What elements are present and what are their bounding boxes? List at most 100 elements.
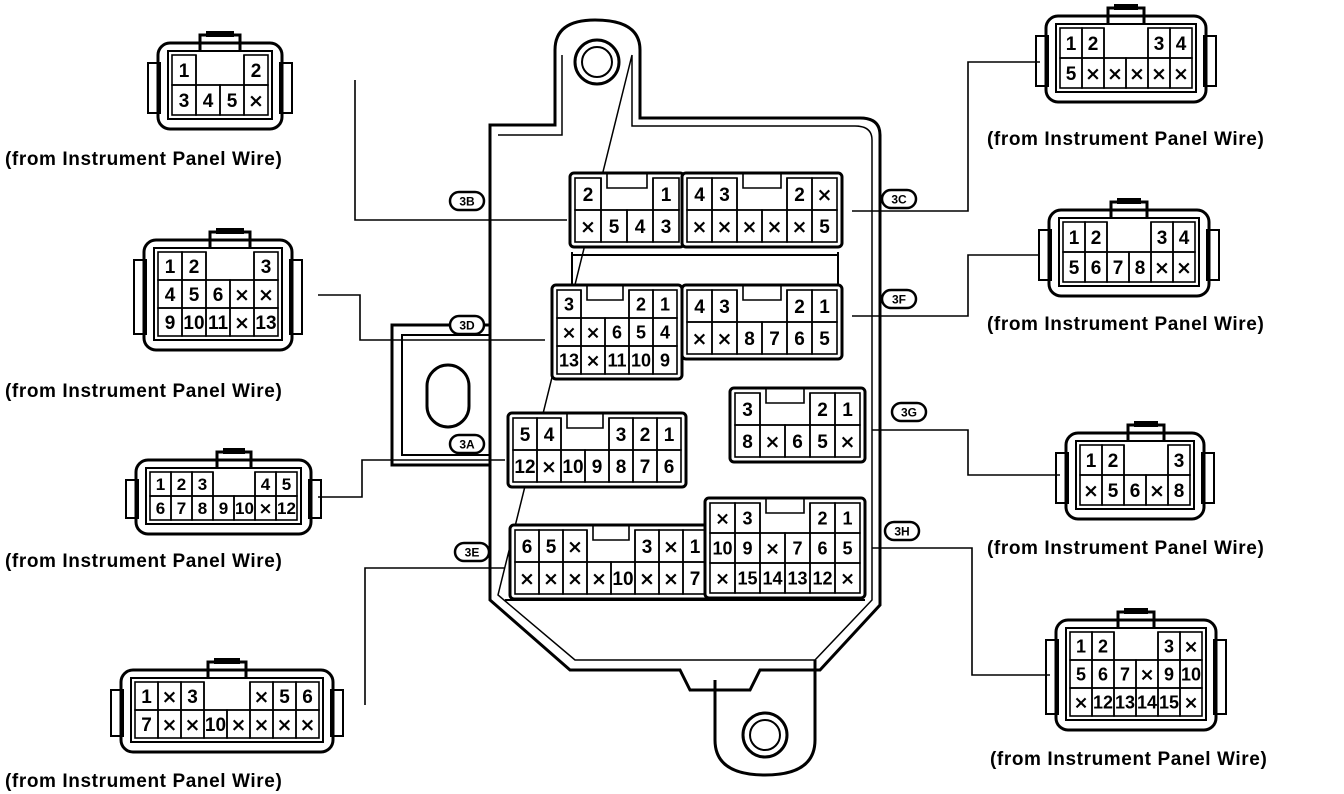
pin-cell (652, 209, 680, 243)
caption-from-instrument-panel-wire: (from Instrument Panel Wire) (987, 538, 1264, 559)
empty-pin-mark: × (717, 328, 733, 350)
empty-pin-mark: × (1183, 692, 1198, 713)
pin-number: 7 (769, 329, 780, 350)
pin-number: 3 (1157, 228, 1168, 249)
empty-pin-mark: × (840, 431, 856, 453)
pin-number: 6 (213, 285, 224, 306)
latch-slot (580, 290, 630, 319)
latch-slot (759, 503, 811, 534)
plug-face (145, 467, 302, 525)
caption-from-instrument-panel-wire: (from Instrument Panel Wire) (990, 749, 1267, 770)
plug-side-tab (308, 479, 322, 519)
pin-number: 7 (177, 499, 186, 518)
pin-number: 8 (616, 457, 627, 478)
pin-cell (295, 709, 320, 739)
empty-pin-mark: × (1154, 257, 1170, 279)
empty-pin-mark: × (1183, 636, 1198, 657)
pin-number: 4 (261, 475, 271, 494)
empty-pin-mark: × (254, 686, 270, 708)
empty-pin-mark: × (1139, 664, 1154, 685)
pin-number: 10 (205, 715, 226, 736)
pin-number: 1 (1066, 34, 1077, 55)
pin-number: 1 (141, 687, 152, 708)
pin-number: 1 (819, 297, 830, 318)
plug-side-tab (133, 259, 147, 335)
pin-number: 5 (1066, 64, 1077, 85)
tag-3f: 3F (880, 288, 918, 310)
pin-number: 3 (1154, 34, 1165, 55)
pin-number: 6 (302, 687, 313, 708)
pin-number: 3 (1174, 451, 1185, 472)
plug-housing (142, 238, 294, 352)
latch-slot (736, 290, 788, 323)
pin-cell (275, 495, 298, 521)
tag-label: 3H (894, 525, 909, 539)
plug-side-tab (1035, 35, 1049, 87)
pin-number: 5 (189, 285, 200, 306)
latch-slot (195, 55, 245, 86)
latch-slot (1113, 632, 1159, 661)
leader-line-3c (852, 61, 1040, 212)
pin-cell (811, 321, 838, 355)
latch-slot (1123, 445, 1169, 476)
plug-side-tab (110, 689, 124, 737)
empty-pin-mark: × (234, 284, 250, 306)
pin-number: 3 (642, 537, 653, 558)
pin-number: 15 (737, 568, 757, 588)
pin-number: 6 (522, 537, 533, 558)
pin-number: 2 (1091, 228, 1102, 249)
latch-slot (736, 178, 788, 211)
empty-pin-mark: × (585, 322, 600, 343)
plug-side-tab (1045, 639, 1059, 715)
empty-pin-mark: × (162, 714, 178, 736)
pin-number: 10 (631, 350, 651, 370)
pin-number: 3 (661, 217, 672, 238)
leader-line-3h (872, 547, 1050, 676)
empty-pin-mark: × (742, 216, 758, 238)
socket-key (606, 173, 648, 189)
empty-pin-mark: × (817, 184, 833, 206)
empty-pin-mark: × (231, 714, 247, 736)
latch-slot (759, 393, 811, 426)
plug-side-tab (330, 689, 344, 737)
caption-from-instrument-panel-wire: (from Instrument Panel Wire) (5, 551, 282, 572)
pin-number: 4 (694, 185, 705, 206)
empty-pin-mark: × (185, 714, 201, 736)
tag-3b: 3B (448, 190, 486, 212)
empty-pin-mark: × (567, 568, 583, 590)
tag-label: 3F (892, 293, 906, 307)
pin-number: 1 (1086, 451, 1097, 472)
pin-number: 4 (694, 297, 705, 318)
pin-number: 2 (1098, 636, 1108, 656)
empty-pin-mark: × (663, 536, 679, 558)
pin-number: 1 (156, 475, 165, 494)
tag-3g: 3G (890, 401, 928, 423)
pin-number: 3 (1164, 636, 1174, 656)
pin-cell (1179, 687, 1203, 717)
pin-number: 2 (583, 185, 594, 206)
pin-number: 5 (1108, 481, 1119, 502)
plug-face (1065, 627, 1207, 721)
pin-cell (1167, 474, 1191, 506)
pin-cell (1169, 57, 1193, 89)
empty-pin-mark: × (692, 328, 708, 350)
pin-number: 2 (251, 61, 262, 82)
tag-3c: 3C (880, 188, 918, 210)
plug-side-tab (1206, 229, 1220, 281)
latch-bar (206, 31, 234, 37)
latch-bar (214, 658, 240, 664)
pin-number: 1 (661, 185, 672, 206)
pin-number: 4 (203, 91, 214, 112)
socket-key (586, 285, 624, 301)
tag-label: 3C (891, 193, 907, 207)
